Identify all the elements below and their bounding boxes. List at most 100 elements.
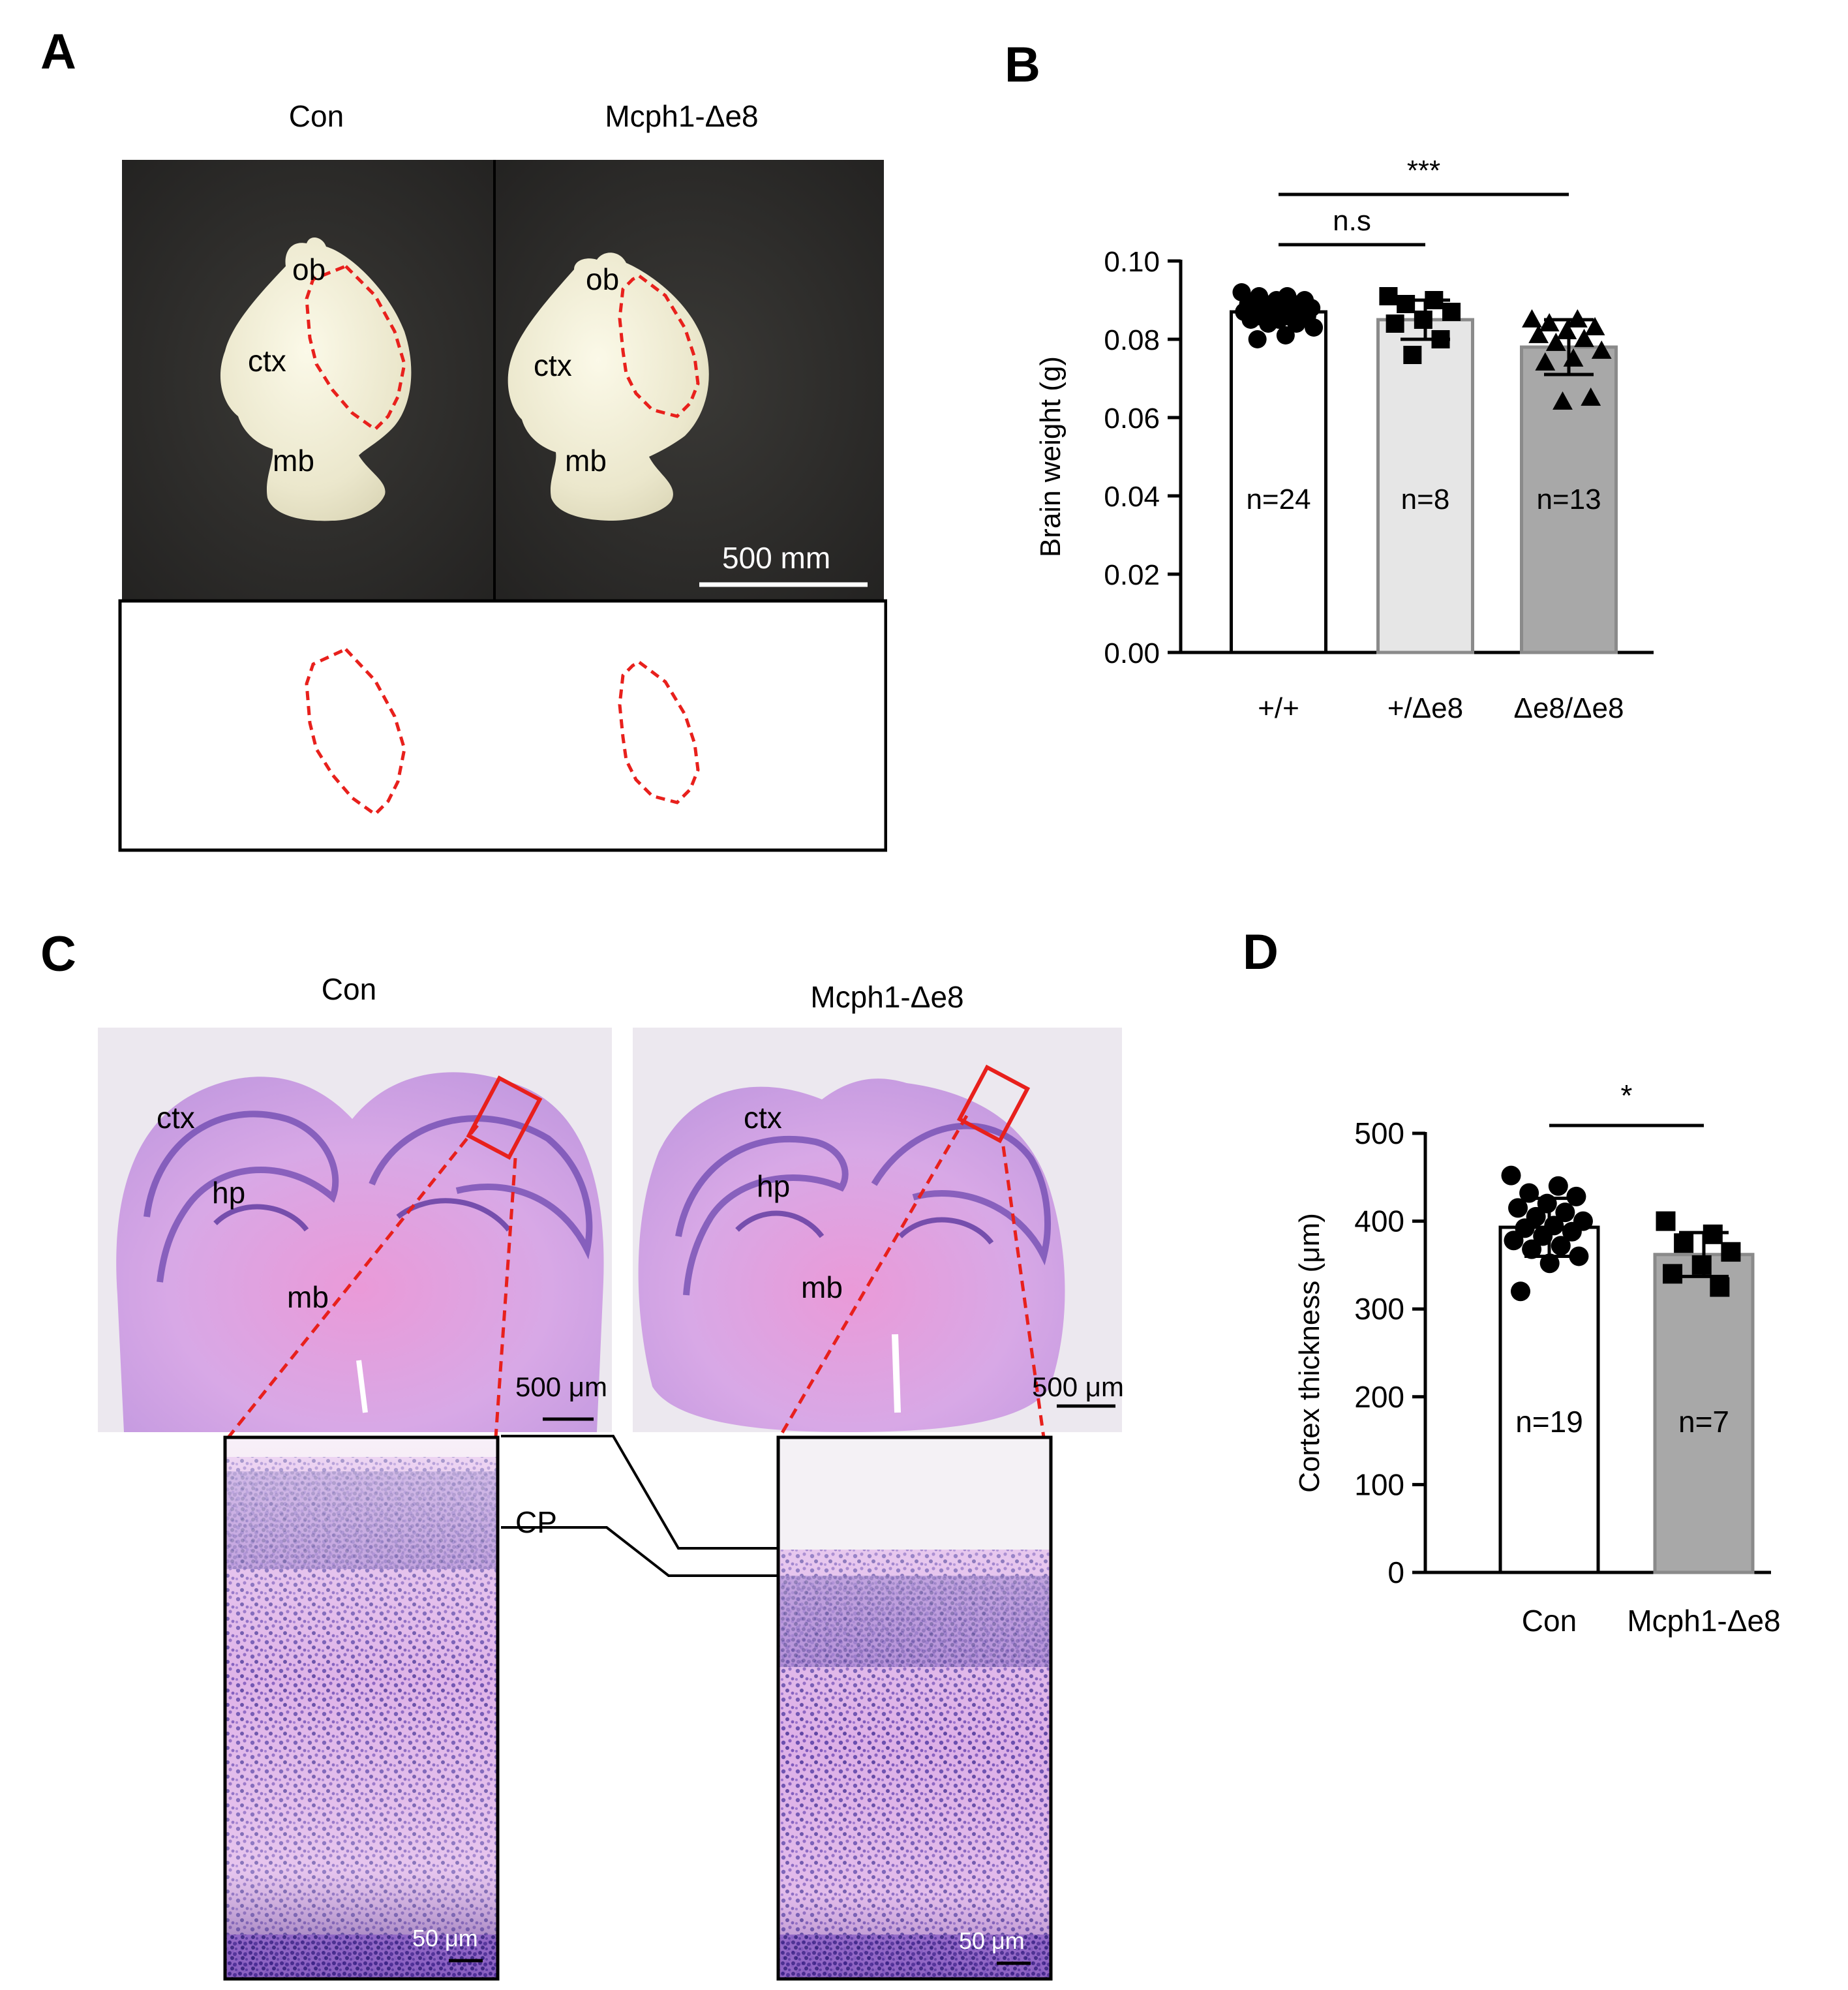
scale-bar-c-mut-label: 500 μm [1032,1371,1124,1402]
data-point [1703,1224,1723,1244]
zoom-mut [776,1435,1053,1981]
y-tick-label: 0.04 [1104,481,1160,513]
coronal-con [116,1072,604,1432]
panel-c-letter: C [40,926,76,982]
y-axis-label: Cortex thickness (μm) [1294,1213,1325,1493]
data-point [1674,1233,1694,1253]
data-point [1663,1264,1683,1284]
significance-label: *** [1407,155,1440,187]
panel-c-title-con: Con [321,972,377,1006]
label-ob-con: ob [292,253,326,286]
x-tick-label: Mcph1-Δe8 [1627,1604,1780,1638]
data-point [1535,352,1556,371]
panel-a-figure [118,160,887,852]
data-point [1548,1176,1568,1196]
panel-b-letter: B [1005,37,1040,93]
data-point [1508,1198,1528,1218]
data-point [1551,1236,1571,1256]
panel-c-title-mut: Mcph1-Δe8 [810,980,964,1014]
n-label: n=7 [1678,1405,1729,1439]
label-ctx-con: ctx [248,344,286,378]
n-label: n=24 [1246,483,1310,515]
coronal-mut [638,1064,1115,1432]
data-point [1504,1231,1524,1251]
data-point [1656,1211,1676,1231]
n-label: n=13 [1536,483,1601,515]
data-point [1501,1165,1521,1186]
brain-con [220,237,412,521]
data-point [1379,287,1398,305]
y-tick-label: 0.06 [1104,403,1160,435]
y-axis-label: Brain weight (g) [1035,356,1067,557]
label-ctx-c-mut: ctx [744,1101,782,1135]
scale-bar-a-label: 500 mm [722,541,831,575]
x-tick-label: Con [1522,1604,1577,1638]
y-tick-label: 400 [1354,1204,1404,1238]
data-point [1574,328,1594,347]
data-point [1511,1281,1531,1302]
bar [1520,345,1618,654]
bar [1498,1225,1600,1574]
n-label: n=19 [1515,1405,1583,1439]
data-point [1555,1202,1575,1223]
label-mb-c-mut: mb [801,1270,843,1304]
layer-label-cp: CP [515,1505,557,1539]
y-tick-label: 0.00 [1104,637,1160,669]
data-point [1556,320,1577,339]
data-point [1566,1186,1586,1206]
scale-bar-zoom-con-label: 50 μm [412,1925,478,1952]
y-tick-label: 0.08 [1104,324,1160,356]
significance-label: n.s [1333,205,1371,237]
bar [1653,1253,1755,1574]
data-point [1522,1239,1542,1259]
data-point [1710,1277,1730,1297]
data-point [1584,316,1605,335]
data-point [1386,314,1404,333]
label-hp-c-con: hp [212,1176,246,1210]
data-point [1397,295,1416,313]
brain-mut [507,253,709,521]
panel-a-title-mut: Mcph1-Δe8 [605,99,759,133]
data-point [1691,1255,1712,1275]
n-label: n=8 [1401,483,1450,515]
label-mb-c-con: mb [287,1280,329,1314]
label-mb-con: mb [273,444,314,478]
data-point [1276,326,1295,344]
data-point [1569,1246,1589,1266]
scale-bar-zoom-mut-label: 50 μm [959,1927,1025,1954]
data-point [1545,332,1566,351]
label-hp-c-mut: hp [757,1169,791,1203]
x-tick-label: +/+ [1258,692,1299,724]
y-tick-label: 100 [1354,1467,1404,1501]
data-point [1442,303,1461,321]
y-tick-label: 200 [1354,1380,1404,1414]
data-point [1403,346,1422,364]
data-point [1414,311,1432,329]
y-tick-label: 0.10 [1104,246,1160,278]
panel-a-letter: A [40,24,76,80]
scale-bar-c-con-label: 500 μm [515,1371,607,1402]
label-ob-mut: ob [586,262,620,296]
x-tick-label: +/Δe8 [1387,692,1463,724]
y-tick-label: 0.02 [1104,559,1160,591]
data-point [1539,313,1560,331]
x-tick-label: Δe8/Δe8 [1514,692,1624,724]
data-point [1581,387,1601,406]
y-tick-label: 300 [1354,1292,1404,1326]
data-point [1553,391,1573,410]
bar [1230,310,1327,654]
panel-a-title-con: Con [288,99,344,133]
data-point [1241,311,1260,329]
panel-c-figure [98,1028,1122,1981]
data-point [1522,309,1542,328]
outline-mut [618,660,700,804]
panel-d-letter: D [1243,925,1279,980]
label-ctx-mut: ctx [534,348,572,382]
data-point [1562,1221,1582,1242]
data-point [1721,1242,1741,1262]
label-mb-mut: mb [565,444,607,478]
y-tick-label: 0 [1387,1555,1404,1589]
y-tick-label: 500 [1354,1116,1404,1150]
